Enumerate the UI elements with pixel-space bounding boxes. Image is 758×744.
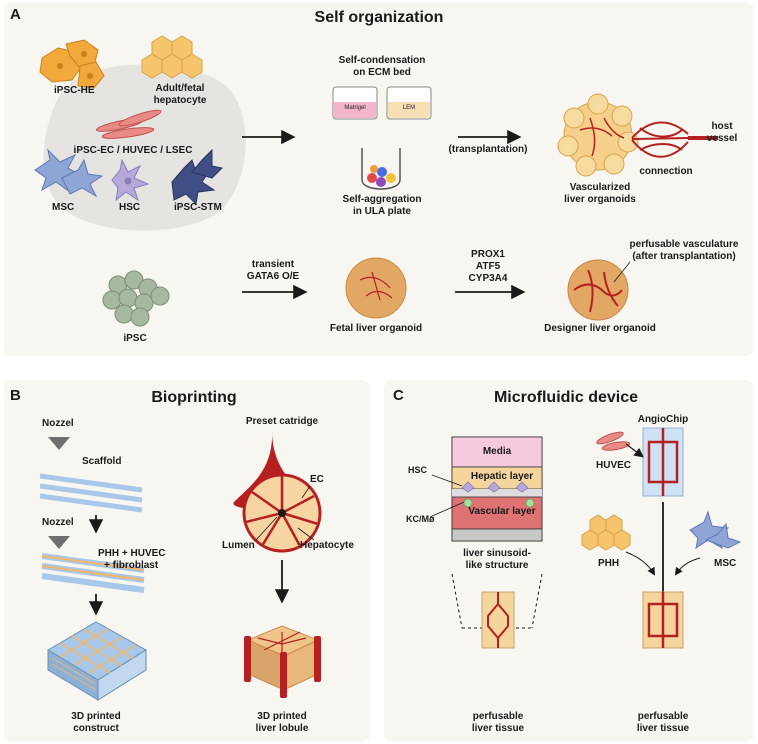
huvec-cell-cluster	[596, 431, 631, 451]
phh-cell-cluster	[581, 514, 631, 551]
label-gata6: GATA6 O/E	[246, 271, 300, 282]
label-msc-c: MSC	[714, 558, 737, 569]
hsc-cell-cluster	[111, 158, 150, 202]
label-ec-types: iPSC-EC / HUVEC / LSEC	[73, 145, 193, 156]
label-condensation-line1: Self-condensation	[338, 55, 426, 66]
label-host-line2: vessel	[706, 133, 738, 144]
panel-a-title: Self organization	[314, 9, 444, 26]
vascularized-organoid	[557, 93, 639, 177]
ipsc-cell-cluster	[102, 270, 170, 327]
label-perfusable-line2: (after transplantation)	[632, 251, 736, 262]
label-hepatic-layer: Hepatic layer	[470, 471, 534, 482]
label-prox1: PROX1	[471, 249, 505, 260]
label-sinusoid-line2: like structure	[465, 560, 529, 571]
ipsc-he-cell-cluster	[39, 39, 105, 89]
label-ipsc: iPSC	[123, 333, 147, 344]
label-tissue-left-line2: liver tissue	[471, 723, 525, 734]
label-construct-line1: 3D printed	[71, 711, 121, 722]
label-sinusoid-line1: liver sinusoid-	[463, 548, 531, 559]
printed-construct	[47, 621, 147, 701]
label-msc: MSC	[52, 202, 75, 213]
panel-c-letter: C	[393, 387, 404, 404]
label-angiochip: AngioChip	[637, 414, 689, 425]
lem-dish	[386, 86, 432, 120]
label-connection: connection	[639, 166, 693, 177]
label-tissue-left-line1: perfusable	[472, 711, 524, 722]
perfusable-tissue-left	[481, 591, 515, 649]
label-ec-b: EC	[310, 474, 324, 485]
label-nozzel-1: Nozzel	[42, 418, 74, 429]
label-hepatocyte-b: Hepatocyte	[300, 540, 354, 551]
label-hsc: HSC	[119, 202, 141, 213]
matrigel-dish	[332, 86, 378, 120]
label-condensation-line2: on ECM bed	[353, 67, 411, 78]
label-lobule-line1: 3D printed	[257, 711, 307, 722]
angiochip-device	[642, 427, 684, 497]
label-kc-macrophage: KC/Mø	[406, 514, 435, 524]
panel-b-letter: B	[10, 387, 21, 404]
label-fetal-organoid: Fetal liver organoid	[329, 323, 423, 334]
label-preset-cartridge: Preset catridge	[245, 416, 319, 427]
label-construct-line2: construct	[73, 723, 119, 734]
panel-b-title: Bioprinting	[151, 389, 237, 406]
label-aggregation-line1: Self-aggregation	[342, 194, 422, 205]
label-designer-organoid: Designer liver organoid	[544, 323, 656, 334]
label-atf5: ATF5	[475, 261, 501, 272]
panel-c-title: Microfluidic device	[493, 389, 639, 406]
label-fibroblast: + fibroblast	[104, 560, 159, 571]
label-tissue-right-line1: perfusable	[637, 711, 689, 722]
panel-a-letter: A	[10, 6, 21, 23]
label-hsc-c: HSC	[408, 465, 428, 475]
label-tissue-right-line2: liver tissue	[636, 723, 690, 734]
nozzle-1	[48, 437, 70, 450]
label-phh-huvec: PHH + HUVEC	[98, 548, 166, 559]
perfusable-tissue-right	[642, 591, 684, 649]
label-hepatocyte-line1: Adult/fetal	[155, 83, 205, 94]
printed-liver-lobule	[244, 625, 321, 698]
nozzle-2	[48, 536, 70, 549]
label-vascularized-line1: Vascularized	[569, 182, 631, 193]
label-huvec: HUVEC	[596, 460, 632, 471]
label-aggregation-line2: in ULA plate	[353, 206, 411, 217]
label-ipsc-stm: iPSC-STM	[174, 202, 222, 213]
label-phh: PHH	[598, 558, 620, 569]
label-transient: transient	[251, 259, 295, 270]
label-hepatocyte-line2: hepatocyte	[153, 95, 207, 106]
label-lobule-line2: liver lobule	[255, 723, 309, 734]
label-ipsc-he: iPSC-HE	[54, 85, 95, 96]
connection-vessels	[631, 121, 718, 158]
label-transplantation: (transplantation)	[448, 144, 528, 155]
label-cyp3a4: CYP3A4	[468, 273, 508, 284]
designer-liver-organoid	[567, 259, 629, 321]
scaffold-strands	[39, 473, 143, 513]
label-lumen: Lumen	[222, 540, 255, 551]
stm-cell-cluster	[171, 148, 224, 206]
label-matrigel: Matrigel	[344, 105, 366, 111]
ula-plate-well	[361, 148, 401, 190]
endothelial-cell-cluster	[96, 109, 162, 139]
fetal-liver-organoid	[345, 257, 407, 319]
label-host-line1: host	[711, 121, 733, 132]
layered-device	[451, 436, 543, 542]
label-media: Media	[482, 446, 512, 457]
label-nozzel-2: Nozzel	[42, 517, 74, 528]
label-perfusable-line1: perfusable vasculature	[629, 239, 739, 250]
cell-laden-strands	[41, 553, 145, 593]
label-scaffold: Scaffold	[82, 456, 122, 467]
label-vascular-layer: Vascular layer	[468, 506, 536, 517]
label-lem: LEM	[402, 105, 416, 111]
hepatocyte-cell-cluster	[141, 35, 203, 79]
msc-cell-cluster-c	[689, 510, 742, 550]
label-vascularized-line2: liver organoids	[564, 194, 636, 205]
msc-cell-cluster	[34, 148, 104, 198]
